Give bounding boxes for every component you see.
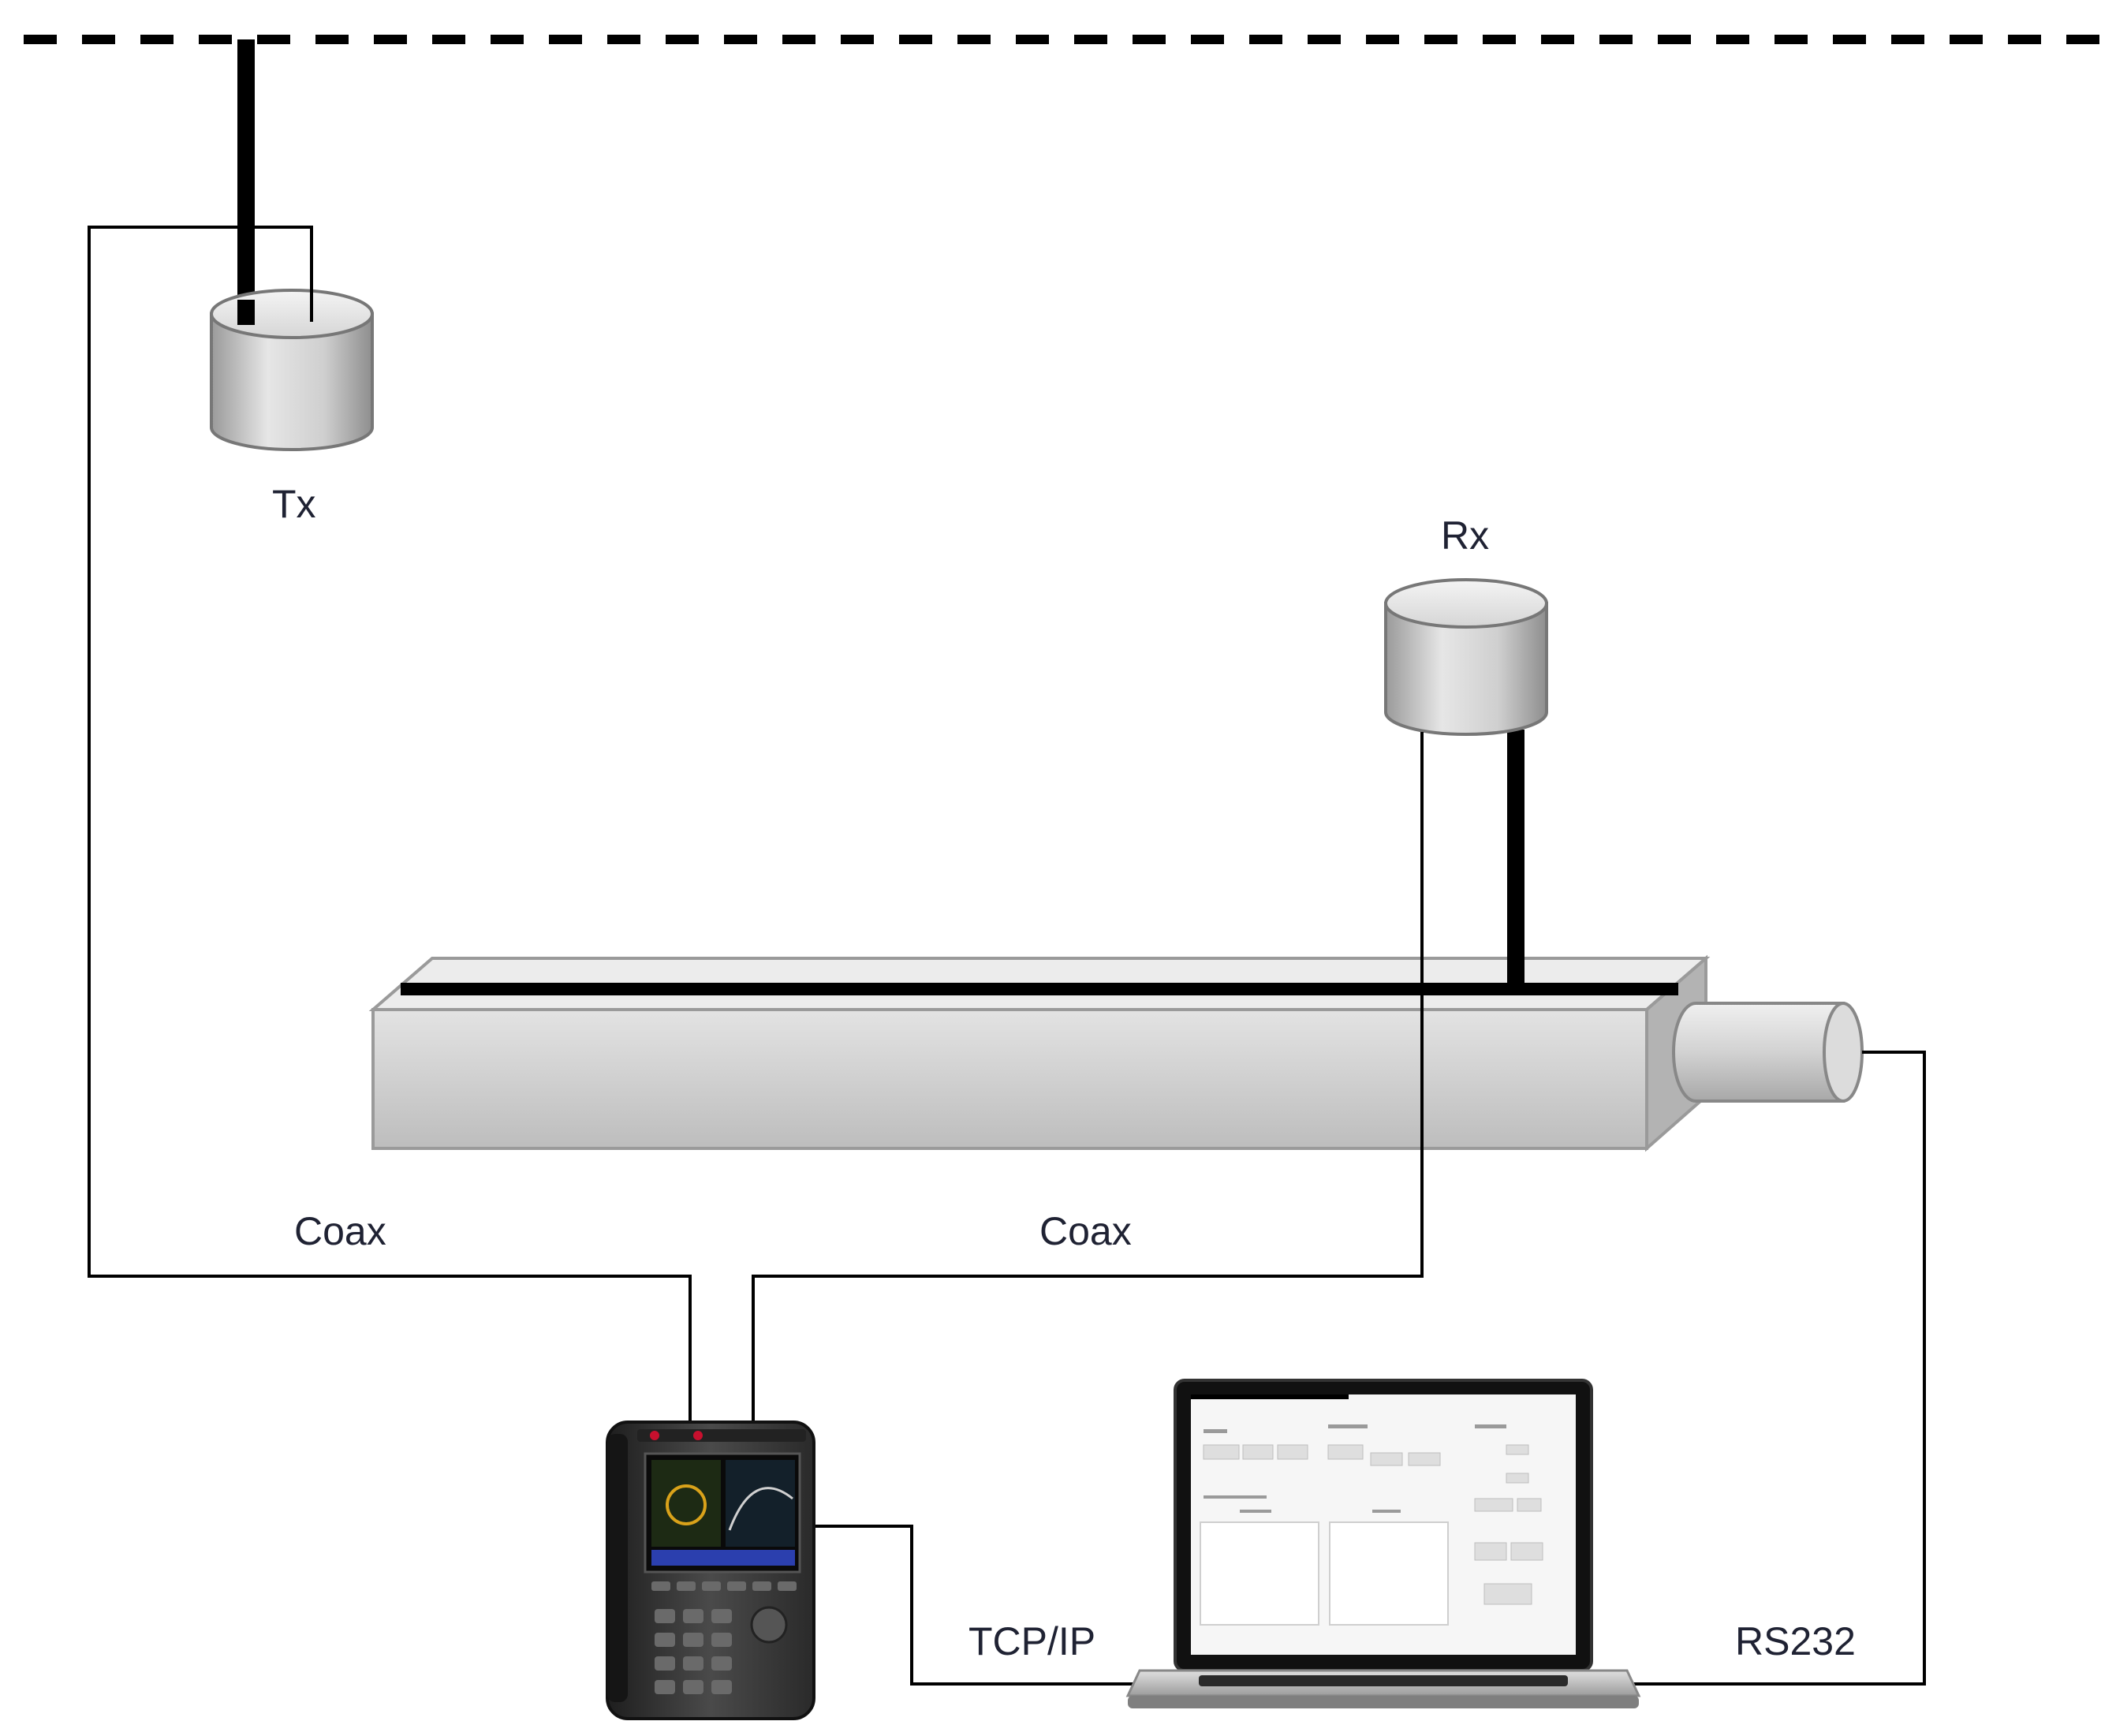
laptop-icon <box>1125 1379 1641 1708</box>
coax-label-left: Coax <box>294 1209 386 1253</box>
tx-label: Tx <box>272 482 316 526</box>
linear-rail-icon <box>368 954 1711 1152</box>
rs232-cable <box>1607 1051 1926 1686</box>
rs232-label: RS232 <box>1735 1619 1856 1663</box>
network-analyzer-icon <box>606 1421 815 1720</box>
rx-label: Rx <box>1441 513 1489 558</box>
rx-coax-cable <box>752 732 1424 1426</box>
rx-antenna-icon <box>1384 578 1548 736</box>
motor-icon <box>1672 1002 1864 1103</box>
tx-antenna-icon <box>210 289 374 451</box>
tcpip-label: TCP/IP <box>968 1619 1095 1663</box>
tcpip-cable <box>814 1525 1140 1686</box>
tx-coax-cable <box>88 226 692 1426</box>
coax-label-right: Coax <box>1039 1209 1132 1253</box>
